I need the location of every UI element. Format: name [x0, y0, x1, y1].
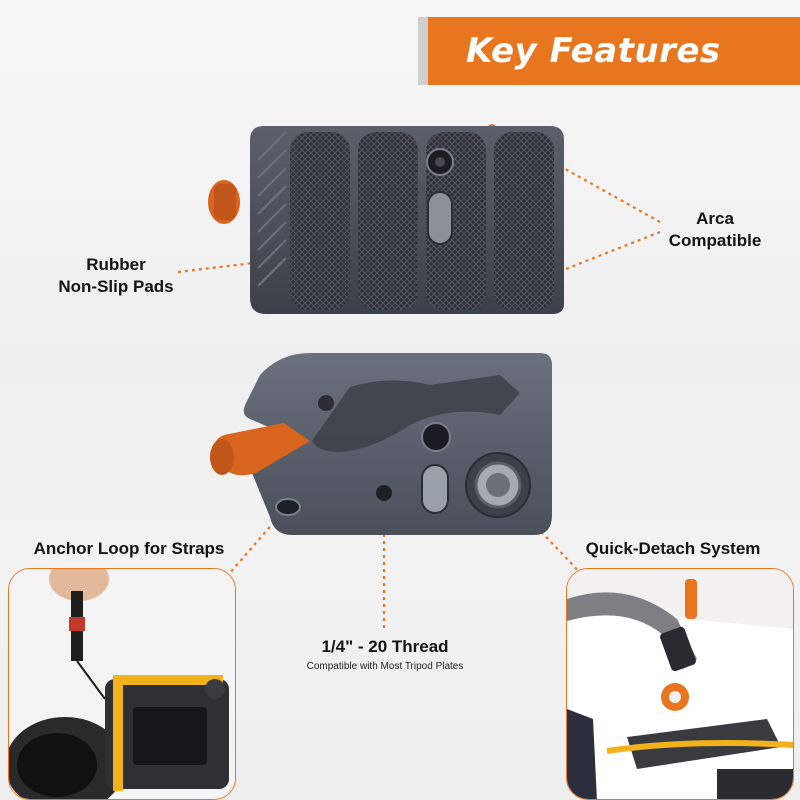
rubber-pad-4 [494, 132, 554, 310]
small-screw-icon [318, 395, 334, 411]
arca-line2: Compatible [668, 231, 762, 250]
hand-icon [49, 569, 109, 601]
thread-hole [376, 485, 392, 501]
thread-sublabel: Compatible with Most Tripod Plates [306, 661, 464, 672]
rubber-pads-line2: Non-Slip Pads [58, 277, 174, 296]
rubber-pad-3 [426, 132, 486, 310]
strap-icon [567, 592, 697, 669]
anchor-loop-hole [275, 498, 301, 516]
camera-strap-illustration [9, 569, 235, 799]
rubber-pads-line1: Rubber [86, 255, 146, 274]
bottom-clamp-illustration [210, 353, 552, 535]
callout-anchor-loop [221, 505, 289, 583]
top-slot [427, 191, 453, 245]
cage-icon [113, 675, 123, 791]
quick-detach-label: Quick-Detach System [585, 539, 761, 558]
rubber-pads-label: Rubber Non-Slip Pads [32, 254, 200, 298]
top-plate-illustration [208, 126, 564, 314]
key-features-banner: Key Features [418, 17, 800, 85]
clamp-groove [312, 375, 520, 452]
callout-arca-bottom [491, 230, 661, 300]
arca-label: Arca Compatible [650, 208, 780, 252]
clamp-slot [421, 464, 449, 514]
thread-label: 1/4" - 20 Thread [321, 637, 449, 656]
anchor-loop-label: Anchor Loop for Straps [33, 539, 225, 558]
rubber-pad-1 [290, 132, 350, 310]
rubber-pad-2 [358, 132, 418, 310]
clamp-screw-icon [421, 422, 451, 452]
arca-line1: Arca [696, 209, 734, 228]
shoulder-strap-illustration [567, 569, 793, 799]
banner-title: Key Features [466, 31, 721, 71]
quick-detach-photo [566, 568, 794, 800]
anchor-loop-photo [8, 568, 236, 800]
lever-icon [215, 423, 310, 476]
